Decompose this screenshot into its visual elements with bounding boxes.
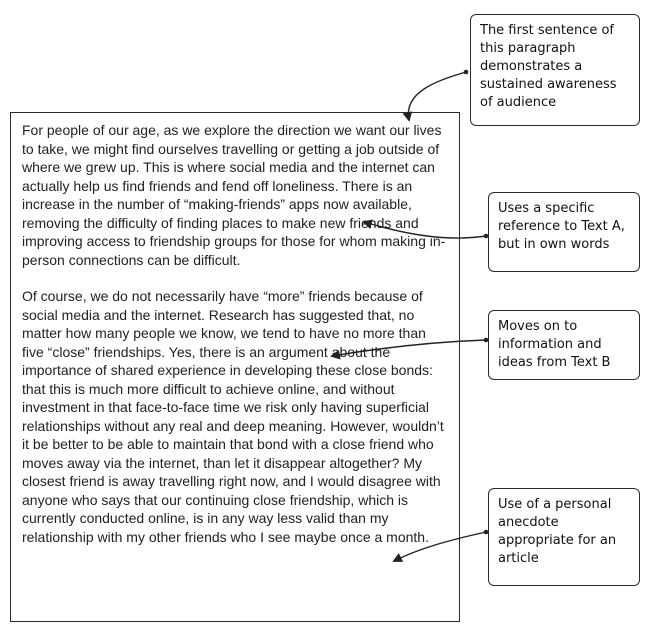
- arrow-dot-1: [463, 69, 469, 75]
- annotation-text-b-ideas: Moves on to information and ideas from T…: [488, 310, 640, 380]
- annotation-text-b-ideas-text: Moves on to information and ideas from T…: [498, 319, 611, 370]
- annotation-audience-awareness-text: The first sentence of this paragraph dem…: [480, 23, 617, 110]
- annotation-text-a-reference: Uses a specific reference to Text A, but…: [488, 192, 640, 272]
- essay-text-box: For people of our age, as we explore the…: [10, 112, 460, 622]
- annotation-text-a-reference-text: Uses a specific reference to Text A, but…: [498, 201, 625, 252]
- essay-paragraph-1: For people of our age, as we explore the…: [22, 122, 446, 268]
- essay-paragraph-2: Of course, we do not necessarily have “m…: [22, 288, 444, 545]
- annotation-personal-anecdote: Use of a personal anecdote appropriate f…: [488, 488, 640, 586]
- annotation-audience-awareness: The first sentence of this paragraph dem…: [470, 14, 640, 126]
- annotation-personal-anecdote-text: Use of a personal anecdote appropriate f…: [498, 497, 617, 566]
